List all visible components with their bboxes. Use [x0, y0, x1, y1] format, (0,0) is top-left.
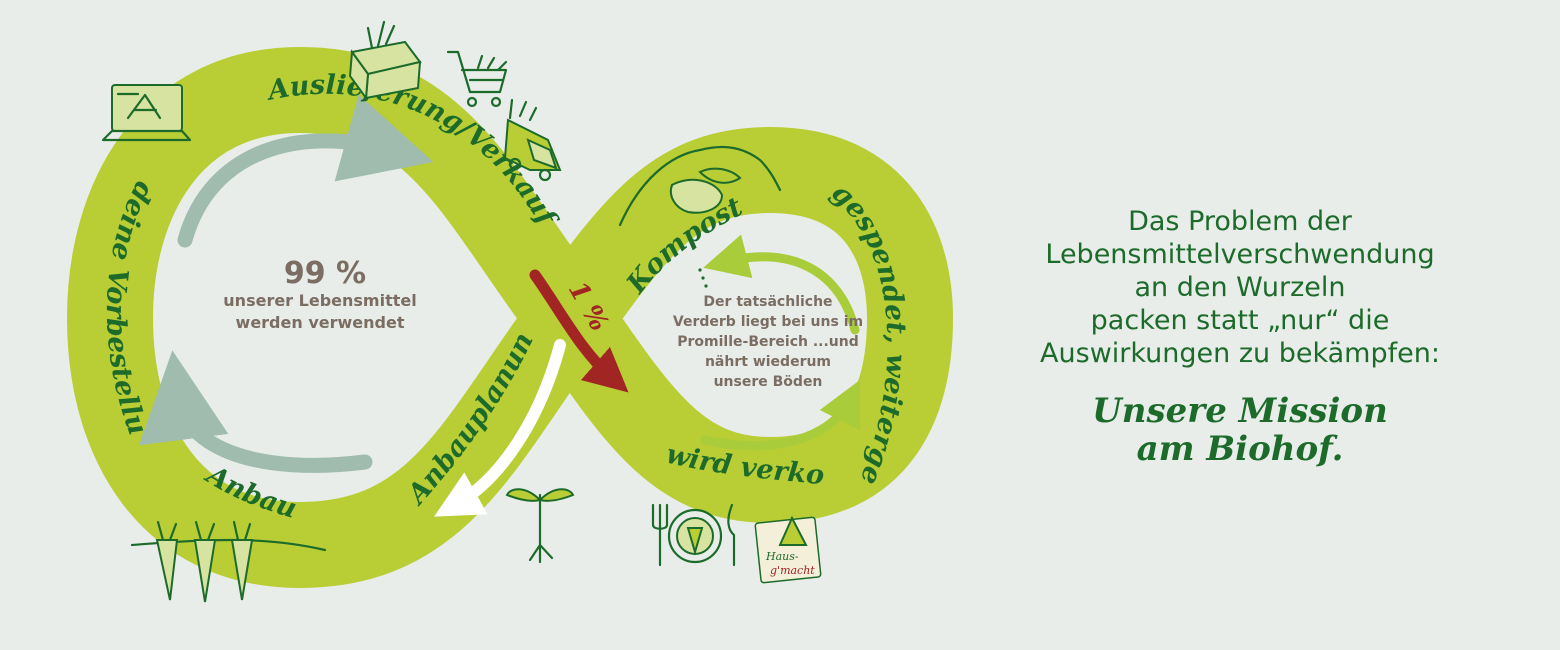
- mission-panel: Das Problem der Lebensmittelverschwendun…: [1000, 205, 1480, 468]
- slogan-line-2: am Biohof.: [1136, 429, 1344, 469]
- carrots-icon: [130, 520, 327, 603]
- problem-line-1: Das Problem der: [1128, 206, 1352, 237]
- seedling-icon: [505, 488, 575, 564]
- compost-heap-icon: [618, 145, 782, 227]
- waste-note-line3: Promille-Bereich ...und: [677, 334, 859, 350]
- arrow-right-top: [703, 234, 860, 335]
- hausgmacht-stamp-icon: Haus- g'macht: [754, 515, 822, 584]
- problem-line-2: Lebensmittelverschwendung: [1045, 239, 1435, 270]
- problem-line-5: Auswirkungen zu bekämpfen:: [1040, 338, 1440, 369]
- waste-note-line1: Der tatsächliche: [703, 294, 832, 310]
- shopping-cart-icon: [446, 50, 508, 108]
- vegetable-box-icon: [348, 20, 422, 101]
- problem-line-3: an den Wurzeln: [1134, 272, 1346, 303]
- delivery-truck-icon: [503, 98, 562, 182]
- arrow-bottom-left: [139, 350, 373, 473]
- mission-slogan: Unsere Mission am Biohof.: [1000, 392, 1480, 468]
- problem-line-4: packen statt „nur“ die: [1090, 305, 1390, 336]
- arrow-right-bottom: [700, 379, 861, 451]
- plate-cutlery-icon: [651, 503, 736, 567]
- problem-statement: Das Problem der Lebensmittelverschwendun…: [1000, 205, 1480, 370]
- waste-note-line5: unsere Böden: [714, 374, 823, 390]
- arrow-waste: [529, 269, 629, 393]
- percent-used-line1: unserer Lebensmittel: [223, 291, 416, 310]
- percent-used: 99 %: [284, 256, 366, 291]
- slogan-line-1: Unsere Mission: [1092, 391, 1388, 431]
- arrow-top-left: [177, 94, 434, 248]
- waste-note-line4: nährt wiederum: [705, 354, 831, 370]
- arrow-planning: [434, 339, 566, 517]
- infinity-cycle-diagram: Auslieferung/Verkauf deine Vorbestellung…: [0, 0, 953, 603]
- percent-used-line2: werden verwendet: [236, 313, 405, 332]
- svg-text:Haus-: Haus-: [765, 550, 799, 563]
- waste-note-line2: Verderb liegt bei uns im: [673, 314, 863, 330]
- svg-text:g'macht: g'macht: [770, 564, 815, 577]
- laptop-icon: [101, 84, 192, 142]
- infinity-band: [67, 47, 953, 588]
